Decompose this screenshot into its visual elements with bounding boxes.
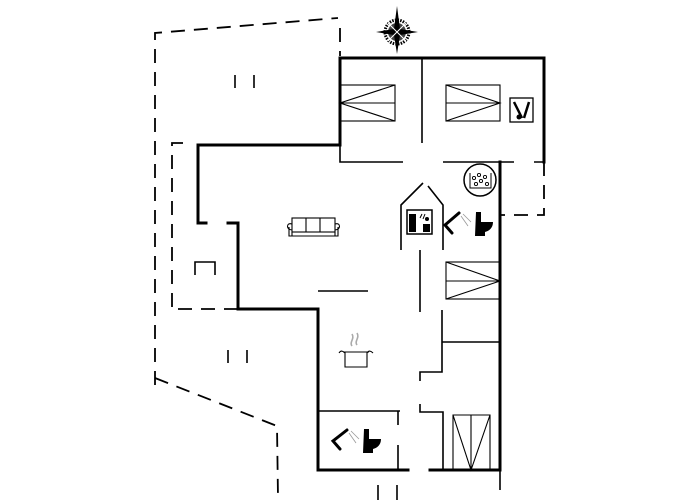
shower-toilet-icon — [330, 428, 381, 453]
sofa-icon — [286, 217, 341, 237]
exterior-walls — [196, 56, 546, 472]
terrace-outline — [154, 17, 545, 499]
outdoor-table — [194, 261, 216, 275]
wardrobe-icon — [452, 414, 491, 472]
door-threshold-marks — [227, 75, 398, 500]
cooking-pot-icon — [338, 332, 374, 368]
compass-rose-icon — [376, 6, 418, 54]
bed-bedroom-3 — [445, 261, 502, 300]
sauna-icon — [406, 209, 433, 235]
vacuum-cleaner-icon — [509, 97, 534, 123]
whirlpool-icon — [463, 163, 497, 197]
bed-bedroom-2 — [445, 84, 502, 122]
bed-bedroom-1 — [338, 84, 396, 122]
shower-toilet-icon — [442, 211, 493, 236]
interior-walls — [318, 58, 501, 490]
